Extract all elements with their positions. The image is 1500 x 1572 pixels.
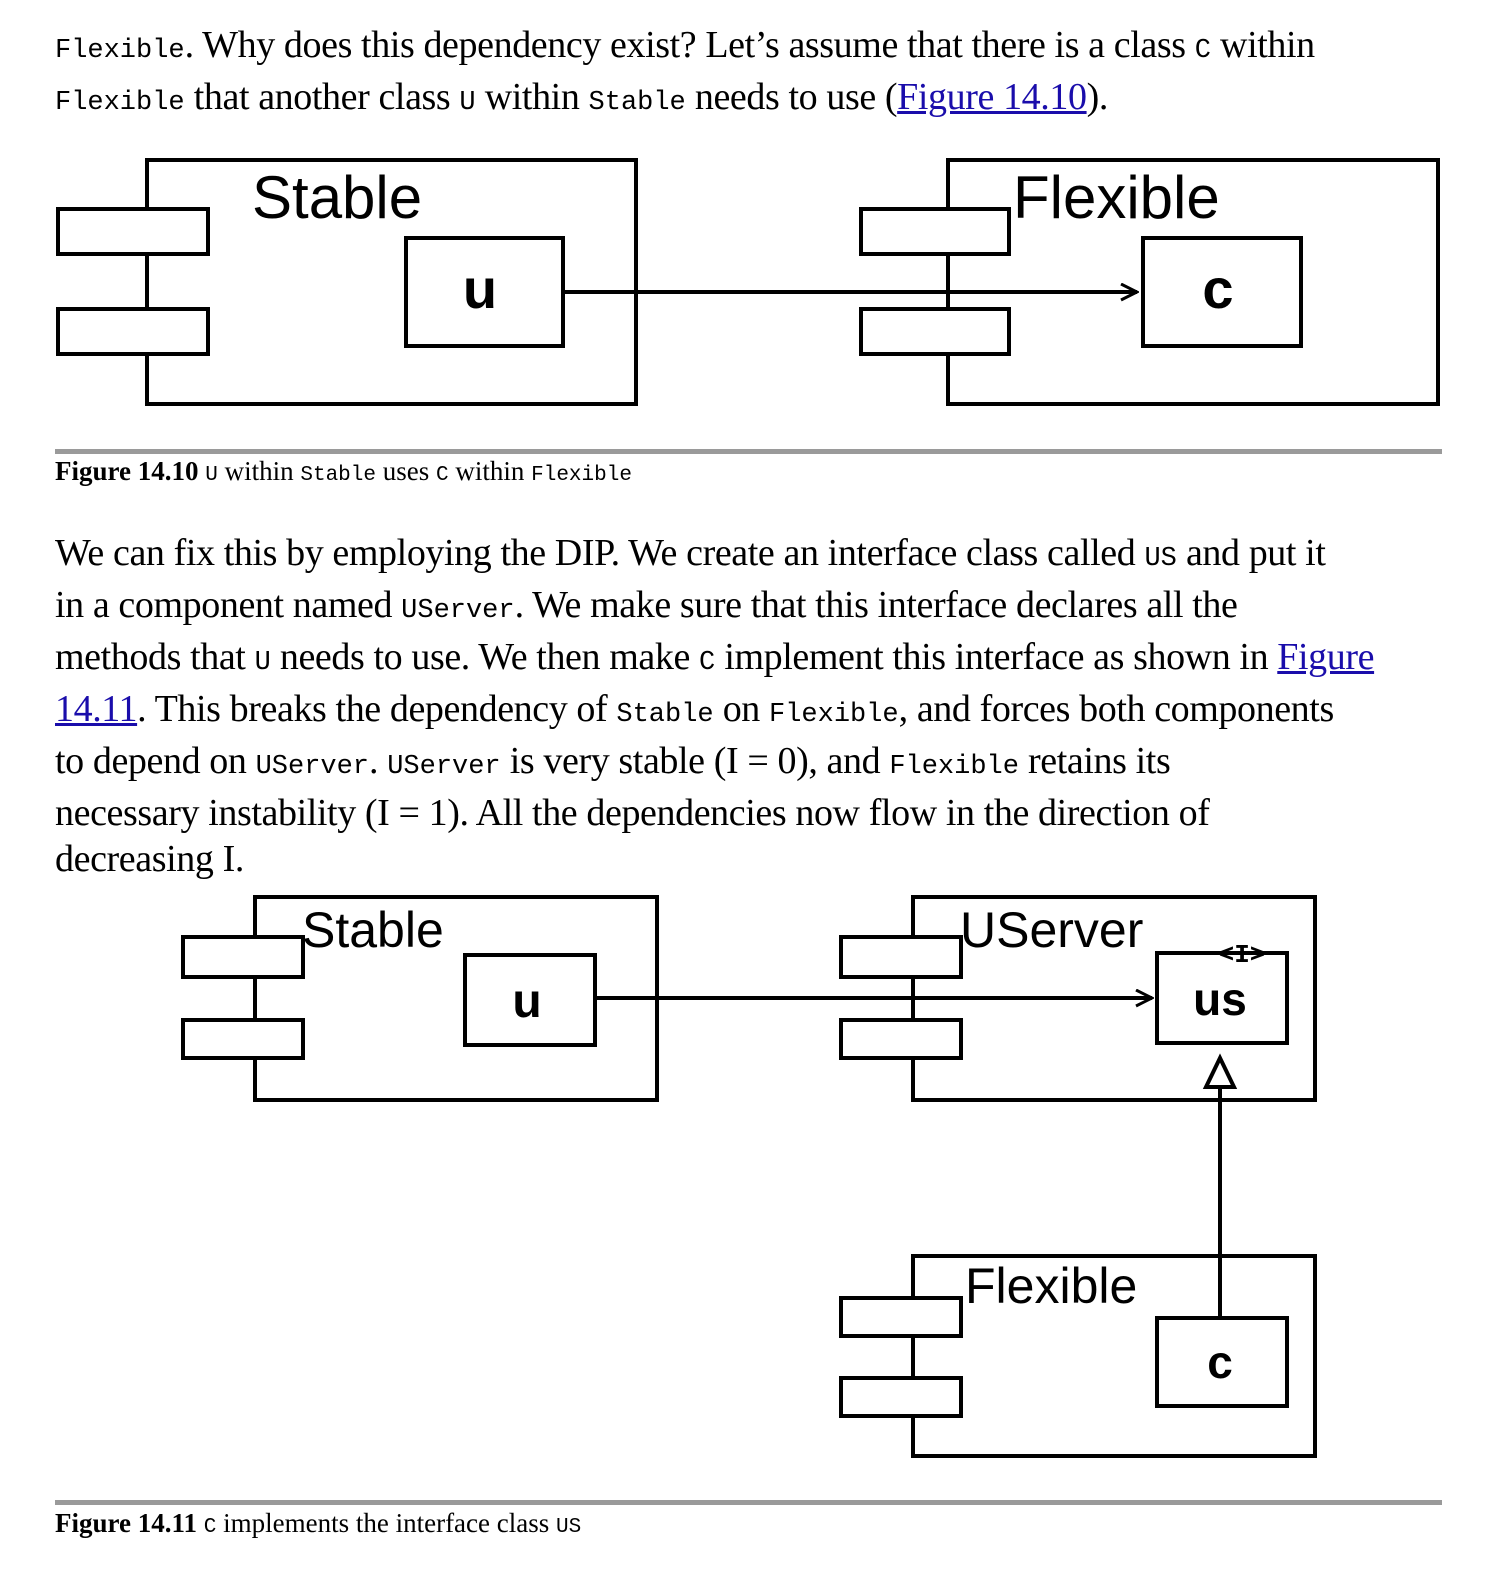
stable-component-2 [181,895,659,1102]
figure-14-10-link[interactable]: Figure 14.10 [897,76,1087,118]
userver-port-top [839,935,963,979]
interface-us-box [1155,951,1289,1045]
class-u-label: u [463,257,497,320]
intro-line-2: Flexible that another class U within Sta… [55,76,1108,118]
stable-port-bottom-2 [181,1018,305,1060]
body-line-6: necessary instability (I = 1). All the d… [55,792,1210,834]
stable-component-label: Stable [252,164,422,231]
flexible-component [859,158,1440,406]
class-u-label-2: u [512,975,541,1028]
figure-14-11-diagram: Stable u UServer <I> us Flexible c [181,895,1317,1458]
stable-port-bottom [56,307,210,356]
interface-stereotype-label: <I> [1219,940,1266,970]
flexible-port-bottom [859,307,1011,356]
intro-paragraph: Flexible. Why does this dependency exist… [55,22,1455,126]
stable-port-top [56,207,210,256]
flexible-port-top-2 [839,1296,963,1338]
stable-port-top-2 [181,935,305,979]
figure-14-11-link-part1[interactable]: Figure [1277,636,1375,678]
figure-14-11-link-part2[interactable]: 14.11 [55,688,138,730]
class-c-box-2 [1155,1316,1289,1408]
body-line-5: to depend on UServer. UServer is very st… [55,740,1171,782]
userver-component-label: UServer [960,902,1143,958]
stable-component-label-2: Stable [302,902,444,958]
flexible-component-2 [839,1254,1317,1458]
figure-14-10-diagram: Stable u Flexible c [56,158,1440,406]
flexible-port-top [859,207,1011,256]
class-c-box [1141,236,1303,348]
userver-port-bottom [839,1018,963,1060]
body-line-2: in a component named UServer. We make su… [55,584,1238,626]
body-line-3: methods that U needs to use. We then mak… [55,636,1375,678]
flexible-port-bottom-2 [839,1376,963,1418]
flexible-component-label-2: Flexible [965,1258,1137,1314]
figure-14-10-rule [55,449,1442,454]
body-line-7: decreasing I. [55,838,244,880]
intro-line-1: Flexible. Why does this dependency exist… [55,24,1315,66]
stable-component [56,158,638,406]
interface-us-label: us [1193,973,1247,1025]
class-c-label: c [1202,257,1233,320]
class-c-label-2: c [1207,1336,1233,1388]
figure-14-10-caption: Figure 14.10 U within Stable uses C with… [55,456,632,487]
body-paragraph: We can fix this by employing the DIP. We… [55,530,1455,882]
realization-triangle-head [1202,1053,1238,1089]
body-line-1: We can fix this by employing the DIP. We… [55,532,1326,574]
figure-14-11-rule [55,1500,1442,1505]
figure-14-11-caption: Figure 14.11 C implements the interface … [55,1508,582,1539]
body-line-4: 14.11. This breaks the dependency of Sta… [55,688,1334,730]
flexible-component-label: Flexible [1013,164,1220,231]
